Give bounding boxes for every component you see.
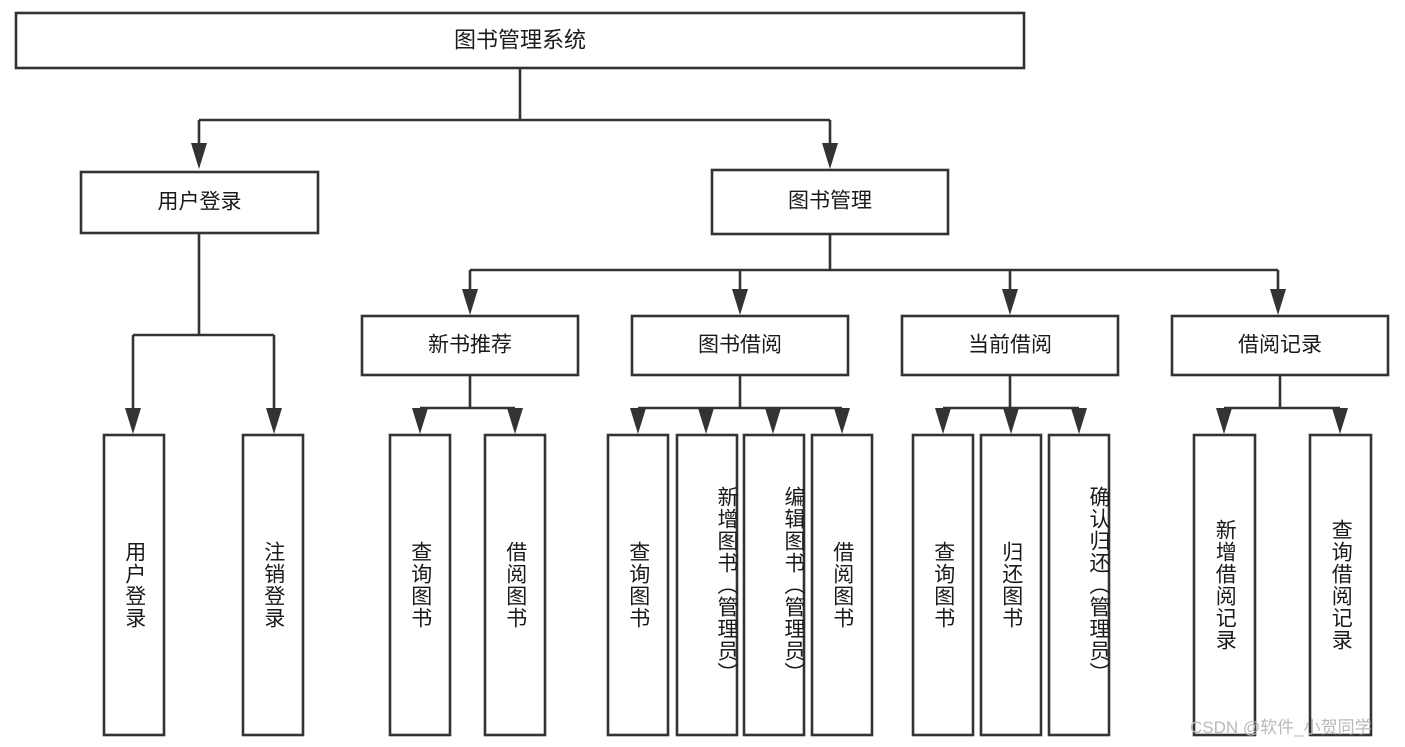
leaf-box-query-book-1[interactable] [388,433,452,737]
new-book-recommend-box[interactable] [360,314,580,377]
leaf-box-confirm-return-admin[interactable] [1047,433,1111,737]
root-label: 图书管理系统 [454,27,586,52]
book-management-label: 图书管理 [788,190,872,213]
arrow-head-icon [1003,408,1019,434]
connector-book-borrow-children [630,375,850,434]
current-borrow-label: 当前借阅 [968,334,1052,357]
connector-borrow-records-children [1216,375,1348,434]
leaf-box-query-borrow-record[interactable] [1308,433,1373,737]
arrow-head-icon [1002,289,1018,315]
connector-book-management-children [462,234,1286,315]
connector-new-book-recommend-children [412,375,523,434]
borrow-records-label: 借阅记录 [1238,334,1322,357]
node-borrow-records[interactable]: 借阅记录 [1170,314,1390,377]
leaf-box-return-book[interactable] [979,433,1043,737]
arrow-head-icon [732,289,748,315]
connector-root-to-level1 [191,68,838,169]
arrow-head-icon [765,408,781,434]
leaf-box-query-book-3[interactable] [911,433,975,737]
arrow-head-icon [412,408,428,434]
new-book-recommend-label: 新书推荐 [428,334,512,357]
leaf-box-add-borrow-record[interactable] [1192,433,1257,737]
connector-user-login-children [125,233,282,434]
leaf-box-user-logout[interactable] [241,433,305,737]
arrow-head-icon [935,408,951,434]
arrow-head-icon [507,408,523,434]
arrow-head-icon [191,143,207,169]
leaf-box-borrow-book-2[interactable] [810,433,874,737]
leaf-box-add-book-admin[interactable] [675,433,739,737]
node-book-borrow[interactable]: 图书借阅 [630,314,850,377]
leaf-box-query-book-2[interactable] [606,433,670,737]
arrow-head-icon [822,143,838,169]
arrow-head-icon [125,408,141,434]
node-book-management[interactable]: 图书管理 [710,168,950,236]
arrow-head-icon [1216,408,1232,434]
arrow-head-icon [462,289,478,315]
user-login-label: 用户登录 [158,191,242,214]
watermark-text: CSDN @软件_小贺同学 [1190,718,1372,737]
root-box[interactable] [14,11,1026,70]
node-new-book-recommend[interactable]: 新书推荐 [360,314,580,377]
leaf-box-borrow-book-1[interactable] [483,433,547,737]
arrow-head-icon [1270,289,1286,315]
current-borrow-box[interactable] [900,314,1120,377]
arrow-head-icon [698,408,714,434]
user-login-box[interactable] [79,170,320,235]
arrow-head-icon [834,408,850,434]
leaf-box-edit-book-admin[interactable] [742,433,806,737]
node-current-borrow[interactable]: 当前借阅 [900,314,1120,377]
node-user-login[interactable]: 用户登录 [79,170,320,235]
leaf-box-user-login-do[interactable] [102,433,166,737]
arrow-head-icon [266,408,282,434]
arrow-head-icon [630,408,646,434]
book-borrow-label: 图书借阅 [698,334,782,357]
arrow-head-icon [1071,408,1087,434]
node-root[interactable]: 图书管理系统 [14,11,1026,70]
connector-current-borrow-children [935,375,1087,434]
arrow-head-icon [1332,408,1348,434]
